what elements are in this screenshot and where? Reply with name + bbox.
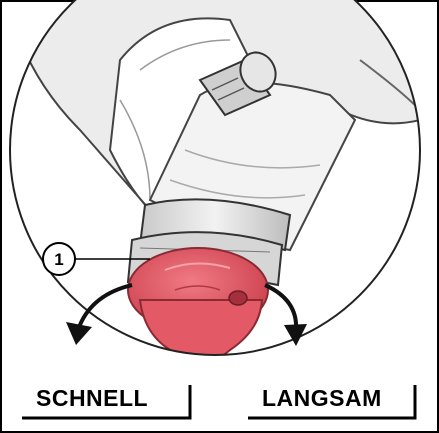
label-langsam: LANGSAM xyxy=(262,385,382,412)
callout-number: 1 xyxy=(54,250,63,269)
detail-circle xyxy=(0,0,439,370)
label-schnell: SCHNELL xyxy=(36,385,148,412)
